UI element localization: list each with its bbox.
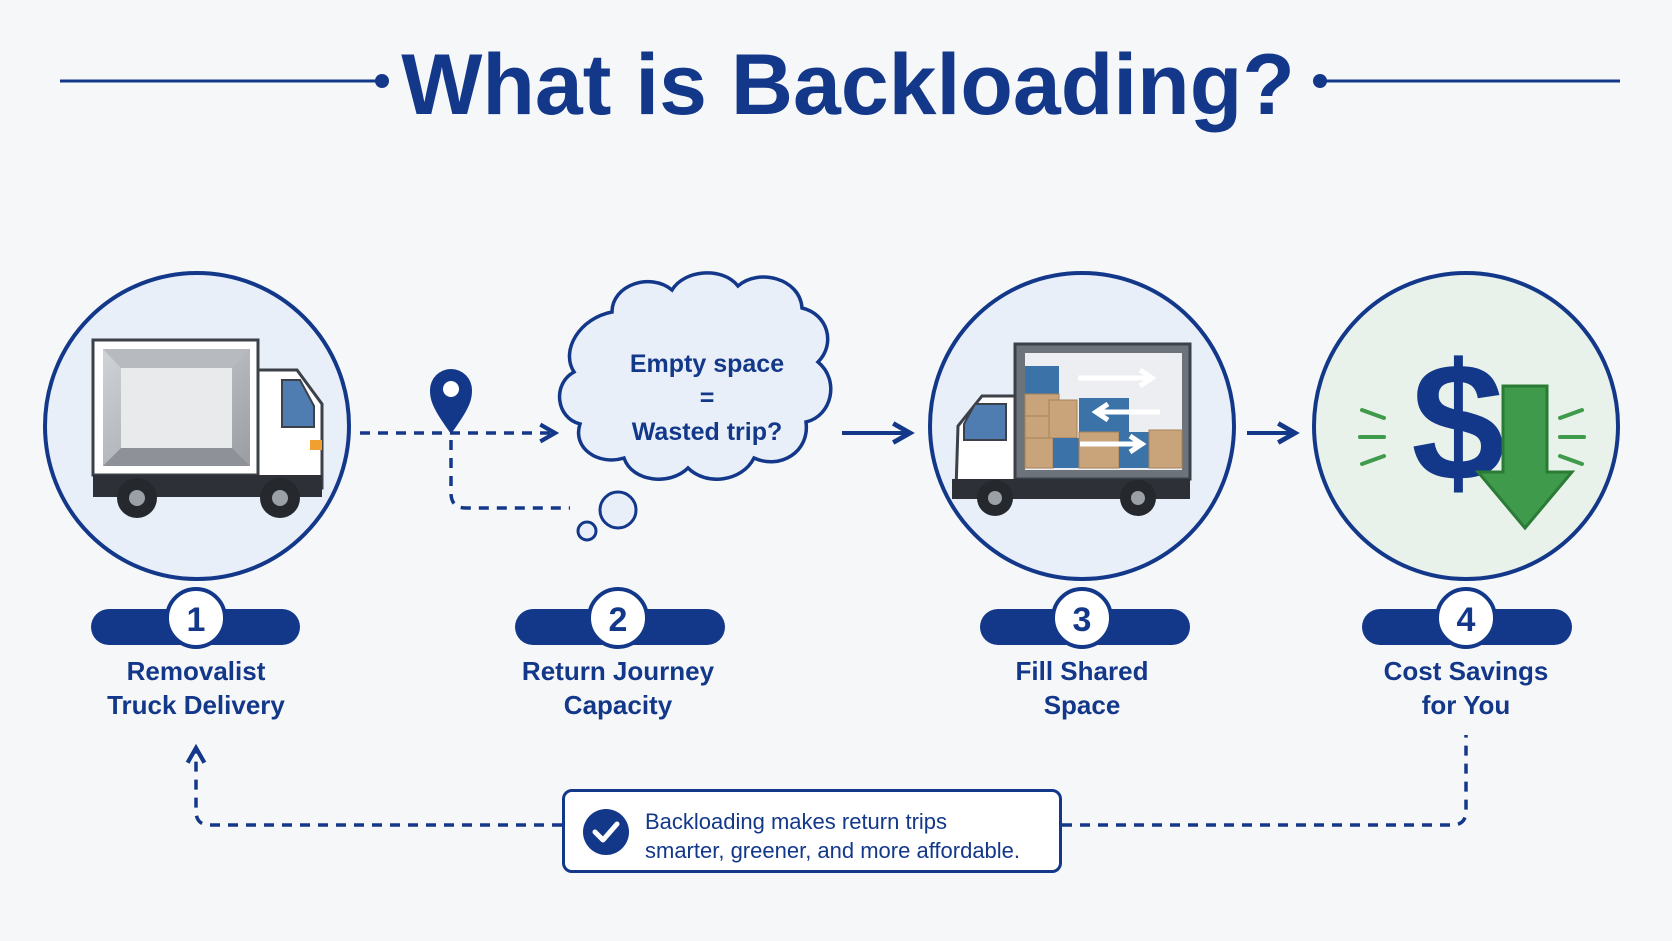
empty-truck-icon — [91, 338, 324, 518]
return-route-line — [449, 440, 570, 510]
thought-line-3: Wasted trip? — [632, 418, 782, 446]
step-4-number: 4 — [1457, 601, 1476, 639]
step-1-illustration — [43, 271, 351, 581]
step-4-illustration: $ — [1312, 271, 1620, 581]
thought-line-2: = — [700, 384, 715, 412]
loaded-truck-icon — [952, 342, 1192, 516]
map-pin-icon — [430, 369, 472, 434]
loop-savings-line — [1062, 735, 1468, 827]
step-1-number-pill: 1 — [91, 587, 300, 649]
thought-cloud: Empty space = Wasted trip? — [557, 271, 833, 542]
step-3-illustration — [928, 271, 1236, 581]
step-2-number: 2 — [609, 601, 628, 639]
dollar-down-icon: $ — [1358, 328, 1586, 531]
check-icon — [583, 809, 629, 855]
step-3-number-pill: 3 — [980, 587, 1190, 649]
title-rule-right — [1313, 74, 1620, 88]
step-4-number-pill: 4 — [1362, 587, 1572, 649]
step-3-number: 3 — [1073, 601, 1092, 639]
loop-return-arrow — [185, 743, 562, 827]
page-title: What is Backloading? — [401, 37, 1295, 133]
title-rule-left — [60, 74, 389, 88]
step-1-number: 1 — [187, 601, 206, 639]
thought-line-1: Empty space — [630, 350, 784, 378]
step-2-number-pill: 2 — [515, 587, 725, 649]
